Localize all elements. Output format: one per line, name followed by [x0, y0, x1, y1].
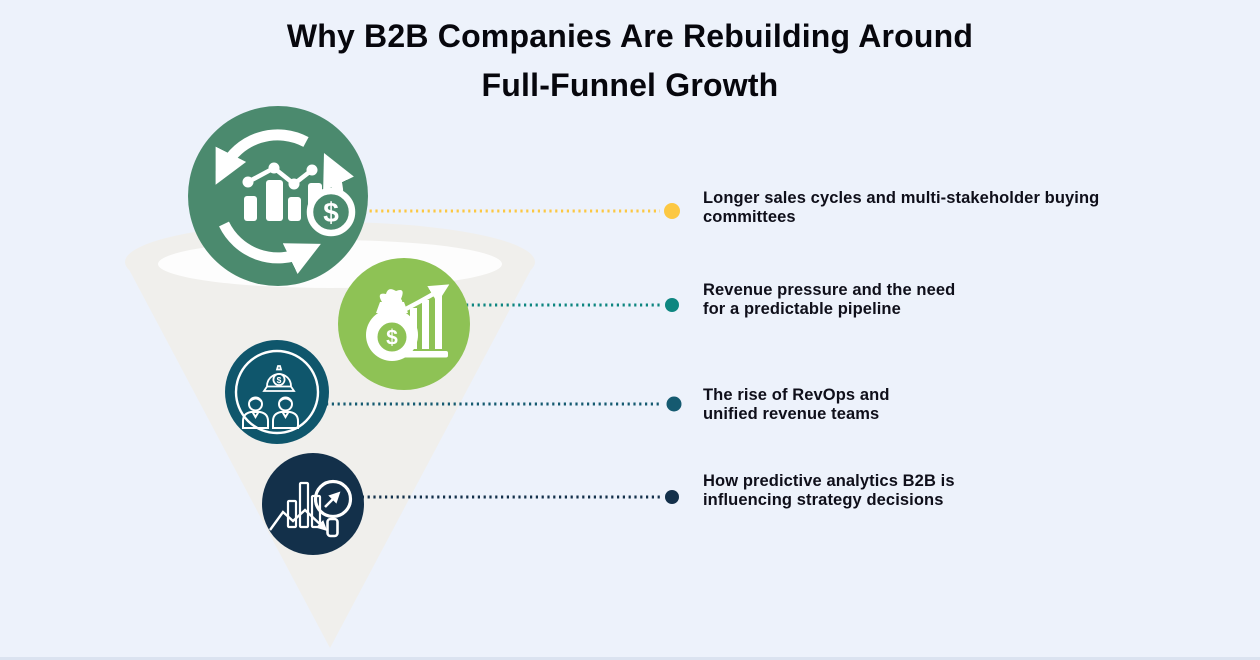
item-label-predictive-analytics: How predictive analytics B2B is influenc…: [703, 472, 955, 509]
item-label-revenue-pressure: Revenue pressure and the need for a pred…: [703, 281, 955, 318]
label-line: Longer sales cycles and multi-stakeholde…: [703, 189, 1100, 207]
label-line: unified revenue teams: [703, 404, 880, 423]
page-title: Why B2B Companies Are Rebuilding Around …: [0, 12, 1260, 110]
connector-dot: [665, 298, 679, 312]
svg-text:$: $: [386, 327, 398, 350]
item-label-revops: The rise of RevOps and unified revenue t…: [703, 386, 890, 423]
item-label-sales-cycles: Longer sales cycles and multi-stakeholde…: [703, 189, 1099, 226]
icon-bubble-growth-cycle: $: [188, 106, 368, 286]
bubble-circle: [225, 340, 329, 444]
connector-dot: [664, 203, 680, 219]
icon-bubble-revops: $: [225, 340, 329, 444]
connector-dot: [665, 490, 679, 504]
label-line: How predictive analytics B2B is: [703, 472, 955, 490]
dollar-coin-glyph: $: [306, 187, 356, 237]
icon-bubble-analytics: [262, 453, 364, 555]
label-line: committees: [703, 207, 796, 226]
money-bag-growth-icon: $: [338, 258, 470, 390]
analytics-magnifier-icon: [262, 453, 364, 555]
magnifier-glyph: [313, 479, 353, 538]
dollar-small: $: [277, 375, 282, 385]
money-bag-small-glyph: [262, 365, 296, 392]
connector-dot: [666, 396, 682, 412]
label-line: influencing strategy decisions: [703, 490, 944, 509]
team-glyph: [242, 396, 299, 429]
title-line-1: Why B2B Companies Are Rebuilding Around: [286, 18, 974, 54]
trend-line-glyph: [242, 162, 318, 190]
label-line: The rise of RevOps and: [703, 386, 890, 404]
revops-team-icon: $: [225, 340, 329, 444]
title-line-2: Full-Funnel Growth: [481, 67, 779, 103]
inner-ring: [234, 349, 320, 435]
icon-bubble-revenue: $: [338, 258, 470, 390]
growth-cycle-dollar-icon: $: [188, 106, 368, 286]
zigzag-arrow-glyph: [269, 508, 328, 531]
bottom-border: [0, 657, 1260, 660]
svg-text:$: $: [323, 197, 339, 228]
label-line: Revenue pressure and the need: [703, 281, 956, 299]
money-bag-glyph: $: [366, 289, 418, 361]
label-line: for a predictable pipeline: [703, 299, 901, 318]
